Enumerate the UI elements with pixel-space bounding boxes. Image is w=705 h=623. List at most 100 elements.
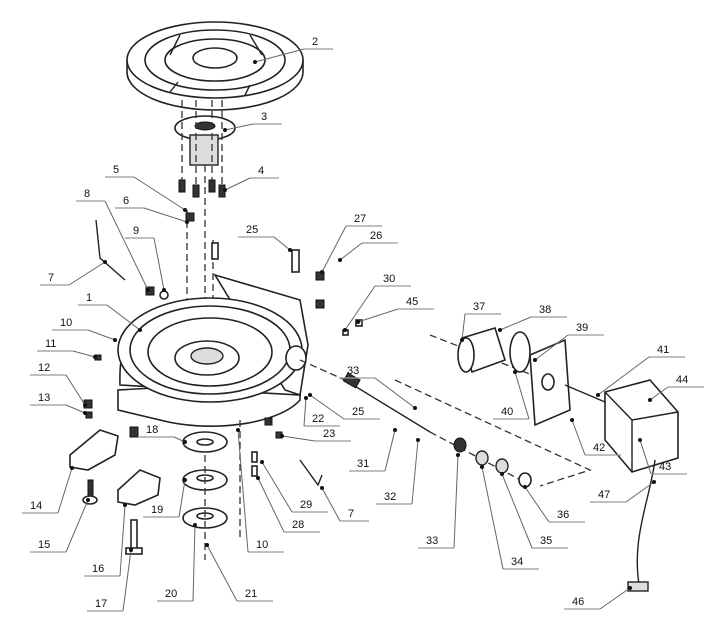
callout-4: 4 bbox=[223, 165, 279, 192]
leader-line bbox=[65, 374, 86, 406]
callout-number: 31 bbox=[357, 458, 369, 470]
leader-line bbox=[178, 479, 186, 518]
callout-30: 30 bbox=[343, 273, 411, 332]
callout-7: 7 bbox=[40, 260, 107, 286]
leader-line bbox=[254, 48, 305, 63]
leader-arrow-icon bbox=[638, 438, 642, 442]
leader-arrow-icon bbox=[533, 358, 537, 362]
leader-line bbox=[206, 544, 238, 602]
leader-line bbox=[224, 177, 251, 191]
leader-arrow-icon bbox=[513, 370, 517, 374]
leader-arrow-icon bbox=[260, 460, 264, 464]
leader-line bbox=[257, 477, 285, 533]
callout-39: 39 bbox=[533, 322, 604, 362]
callout-number: 1 bbox=[86, 292, 92, 304]
callout-number: 20 bbox=[165, 588, 177, 600]
callout-29: 29 bbox=[260, 460, 328, 513]
leader-line bbox=[261, 461, 293, 513]
callout-number: 2 bbox=[312, 36, 318, 48]
callout-17: 17 bbox=[87, 548, 133, 612]
leader-arrow-icon bbox=[183, 440, 187, 444]
leader-line bbox=[597, 356, 650, 396]
callout-27: 27 bbox=[320, 213, 382, 274]
leader-arrow-icon bbox=[596, 393, 600, 397]
callout-13: 13 bbox=[30, 392, 87, 415]
callout-46: 46 bbox=[564, 586, 632, 610]
callout-5: 5 bbox=[105, 164, 187, 212]
callout-20: 20 bbox=[157, 523, 197, 602]
leader-line bbox=[153, 237, 165, 291]
callout-16: 16 bbox=[84, 503, 127, 577]
callout-number: 37 bbox=[473, 301, 485, 313]
leader-arrow-icon bbox=[146, 288, 150, 292]
leader-arrow-icon bbox=[500, 472, 504, 476]
callout-number: 5 bbox=[113, 164, 119, 176]
callout-number: 18 bbox=[146, 424, 158, 436]
leader-arrow-icon bbox=[183, 208, 187, 212]
leader-arrow-icon bbox=[648, 398, 652, 402]
callout-10: 10 bbox=[52, 317, 117, 342]
leader-arrow-icon bbox=[256, 476, 260, 480]
part-7-handle bbox=[95, 219, 323, 487]
callout-number: 40 bbox=[501, 406, 513, 418]
callout-number: 43 bbox=[659, 461, 671, 473]
callout-34: 34 bbox=[480, 465, 539, 570]
callout-25: 25 bbox=[238, 224, 292, 252]
leader-arrow-icon bbox=[162, 288, 166, 292]
callout-number: 39 bbox=[576, 322, 588, 334]
callout-10: 10 bbox=[236, 428, 284, 553]
callout-number: 13 bbox=[38, 392, 50, 404]
callout-6: 6 bbox=[115, 195, 189, 224]
leader-line bbox=[104, 200, 149, 291]
leader-line bbox=[571, 419, 586, 456]
leader-line bbox=[357, 308, 399, 323]
small-parts bbox=[94, 212, 363, 477]
leader-line bbox=[374, 377, 416, 409]
callout-45: 45 bbox=[356, 296, 434, 324]
callout-number: 33 bbox=[347, 365, 359, 377]
callout-36: 36 bbox=[523, 485, 585, 523]
callout-25: 25 bbox=[308, 393, 380, 420]
callout-number: 17 bbox=[95, 598, 107, 610]
leader-arrow-icon bbox=[320, 270, 324, 274]
leader-line bbox=[639, 439, 652, 475]
callout-15: 15 bbox=[30, 498, 90, 553]
callout-number: 34 bbox=[511, 556, 523, 568]
leader-line bbox=[461, 313, 466, 341]
callout-number: 22 bbox=[312, 413, 324, 425]
part-1-base bbox=[117, 273, 309, 427]
leader-line bbox=[344, 285, 376, 331]
leader-line bbox=[72, 350, 96, 358]
callout-number: 12 bbox=[38, 362, 50, 374]
callout-number: 29 bbox=[300, 499, 312, 511]
callout-number: 38 bbox=[539, 304, 551, 316]
leader-line bbox=[87, 329, 116, 341]
leader-arrow-icon bbox=[413, 406, 417, 410]
callout-number: 21 bbox=[245, 588, 257, 600]
leader-arrow-icon bbox=[652, 480, 656, 484]
leader-line bbox=[224, 123, 254, 131]
part-3-spindle bbox=[174, 115, 236, 166]
leader-arrow-icon bbox=[103, 260, 107, 264]
leader-line bbox=[514, 371, 530, 420]
leader-line bbox=[625, 481, 655, 503]
leader-line bbox=[499, 316, 532, 331]
callout-14: 14 bbox=[22, 466, 74, 514]
callout-22: 22 bbox=[303, 396, 340, 427]
callout-number: 28 bbox=[292, 519, 304, 531]
leader-line bbox=[649, 386, 669, 401]
callout-number: 35 bbox=[540, 535, 552, 547]
callout-1: 1 bbox=[78, 292, 142, 332]
leader-arrow-icon bbox=[498, 328, 502, 332]
callout-11: 11 bbox=[37, 338, 97, 359]
callout-18: 18 bbox=[138, 424, 187, 444]
leader-line bbox=[65, 499, 89, 553]
leader-arrow-icon bbox=[83, 411, 87, 415]
leader-line bbox=[384, 429, 396, 472]
leader-line bbox=[106, 304, 141, 331]
callout-12: 12 bbox=[30, 362, 87, 407]
leader-line bbox=[192, 524, 196, 602]
leader-arrow-icon bbox=[253, 60, 257, 64]
callout-number: 26 bbox=[370, 230, 382, 242]
callout-number: 15 bbox=[38, 539, 50, 551]
